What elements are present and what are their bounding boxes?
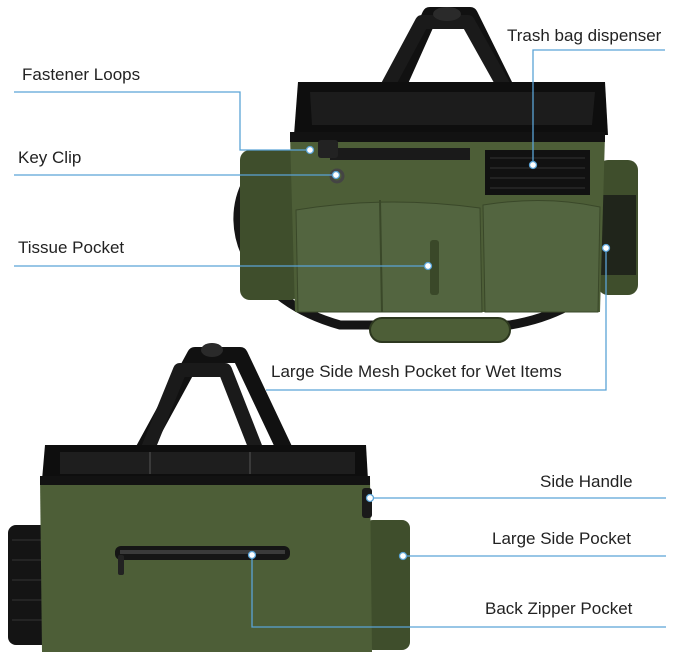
label-large-side-pocket: Large Side Pocket — [492, 529, 631, 548]
top-bag-shoulder-pad — [369, 317, 511, 343]
top-bag-key-clip-buckle — [318, 140, 338, 158]
top-bag-interior — [310, 92, 595, 125]
label-back-zipper-pocket: Back Zipper Pocket — [485, 599, 633, 618]
bottom-bag — [8, 343, 410, 652]
bottom-bag-trim — [40, 476, 370, 485]
dot-tissue — [423, 261, 433, 271]
leader-dots — [247, 145, 611, 561]
bottom-bag-side-handle — [362, 488, 372, 518]
label-key-clip: Key Clip — [18, 148, 82, 167]
dot-trash-bag — [528, 160, 538, 170]
label-trash-bag-dispenser: Trash bag dispenser — [507, 26, 662, 45]
bottom-mesh-lines — [12, 539, 50, 621]
dot-fastener — [305, 145, 315, 155]
mesh-lines — [490, 157, 585, 189]
bottom-bag-interior — [60, 452, 355, 474]
top-bag-fastener-band — [330, 148, 470, 160]
bottom-bag-right-side-pocket — [365, 520, 410, 650]
leader-side-mesh — [266, 248, 607, 391]
top-bag — [233, 7, 638, 343]
dot-side-mesh — [601, 243, 611, 253]
dot-side-handle — [365, 493, 375, 503]
dot-side-pocket — [398, 551, 408, 561]
top-bag-left-side-pocket — [240, 150, 300, 300]
zipper-teeth — [120, 550, 285, 554]
top-bag-front-pocket — [295, 201, 483, 313]
top-bag-tissue-slot — [430, 240, 439, 295]
top-bag-handle-front — [365, 15, 527, 119]
pocket-seam — [379, 199, 383, 313]
dot-key-clip — [331, 170, 341, 180]
label-tissue-pocket: Tissue Pocket — [18, 238, 125, 257]
leader-zipper — [251, 555, 666, 628]
zipper-pull — [118, 555, 124, 575]
label-large-side-mesh-pocket: Large Side Mesh Pocket for Wet Items — [271, 362, 562, 381]
bottom-bag-body — [40, 478, 372, 652]
top-bag-front-pocket-right — [482, 199, 601, 313]
leader-lines — [14, 49, 666, 628]
leader-fastener — [14, 91, 310, 151]
top-bag-trim — [290, 132, 605, 142]
bottom-bag-handle-grip — [201, 343, 223, 357]
label-fastener-loops: Fastener Loops — [22, 65, 141, 84]
top-bag-handle-grip — [433, 7, 461, 21]
bottom-bag-handle-front — [118, 363, 285, 508]
label-side-handle: Side Handle — [540, 472, 633, 491]
key-clip-ring — [329, 168, 345, 184]
leader-trash-bag — [532, 49, 665, 165]
dot-zipper — [247, 550, 257, 560]
